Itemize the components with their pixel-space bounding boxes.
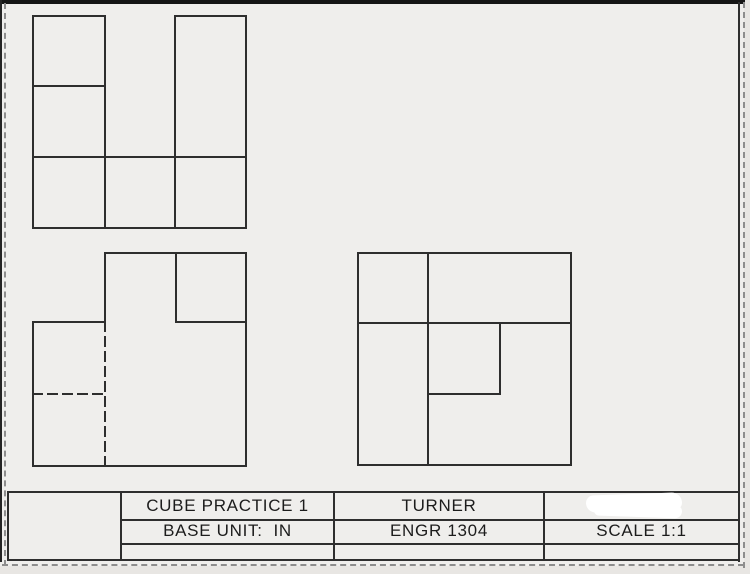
course-cell: ENGR 1304	[390, 521, 488, 540]
right-side-view	[357, 252, 572, 466]
perforation-left	[4, 3, 6, 566]
left-blank-cell	[9, 493, 120, 559]
front-view	[32, 252, 247, 467]
title-block: CUBE PRACTICE 1 TURNER BASE UNIT: IN ENG…	[7, 491, 740, 561]
page-border-right	[738, 2, 740, 562]
title-block-divider-h1	[120, 519, 738, 521]
title-block-divider-v2	[333, 493, 335, 559]
title-block-divider-h2	[120, 543, 738, 545]
page-border-left	[0, 0, 2, 562]
base-unit-cell: BASE UNIT: IN	[163, 521, 292, 540]
perforation-right	[743, 2, 745, 568]
drawing-paper	[0, 0, 744, 566]
title-block-divider-v1	[120, 493, 122, 559]
title-block-divider-v3	[543, 493, 545, 559]
scale-cell: SCALE 1:1	[596, 521, 687, 540]
drafter-name-cell: TURNER	[401, 496, 477, 515]
whiteout-smudge	[584, 492, 688, 520]
top-view	[32, 15, 247, 229]
perforation-bottom	[2, 564, 744, 566]
scan-edge-top	[0, 0, 745, 4]
drawing-title-cell: CUBE PRACTICE 1	[146, 496, 309, 515]
